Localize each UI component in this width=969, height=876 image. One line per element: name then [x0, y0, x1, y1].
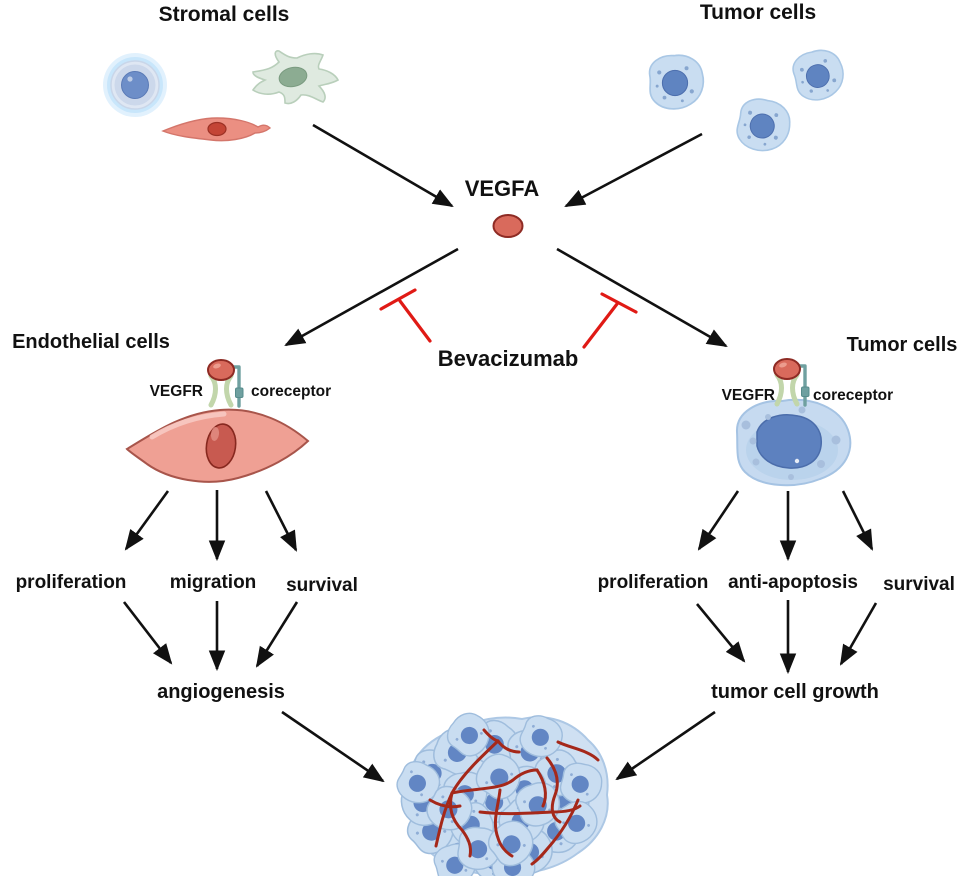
- coreceptor-label-right: coreceptor: [813, 387, 893, 404]
- arrow-proliferation-to-growth: [695, 603, 746, 663]
- label-proliferation-right: proliferation: [598, 572, 709, 593]
- vegfr-label-left: VEGFR: [150, 383, 203, 400]
- arrow-survival-to-angiogenesis: [255, 601, 299, 668]
- coreceptor-label-left: coreceptor: [251, 383, 331, 400]
- round-stromal-cell: [103, 53, 167, 117]
- label-proliferation-left: proliferation: [16, 572, 127, 593]
- tumor-cells-top-title: Tumor cells: [700, 1, 816, 24]
- arrow-tumorcell-to-survival: [841, 490, 874, 551]
- bevacizumab-inhibitor-right: [582, 292, 638, 349]
- vegfr-label-right: VEGFR: [722, 387, 775, 404]
- label-migration: migration: [170, 572, 257, 593]
- vegfr-receptor-right: [774, 359, 809, 405]
- tumor-vessels: [428, 728, 600, 866]
- tumor-cell-1: [648, 54, 705, 110]
- endothelial-cells-title: Endothelial cells: [12, 331, 170, 353]
- tumor-cell-3: [789, 45, 849, 105]
- arrow-angiogenesis-to-tumor-mass: [281, 710, 385, 783]
- label-angiogenesis: angiogenesis: [157, 681, 285, 703]
- label-survival-right: survival: [883, 574, 955, 595]
- tumor-cells-right-title: Tumor cells: [847, 334, 958, 356]
- tumor-cells-illustration: [648, 45, 849, 158]
- arrow-survival-to-growth: [839, 602, 878, 666]
- bevacizumab-label: Bevacizumab: [438, 346, 579, 371]
- label-tumor-cell-growth: tumor cell growth: [711, 681, 879, 703]
- arrow-stromal-to-vegfa: [312, 123, 454, 208]
- label-anti-apoptosis: anti-apoptosis: [728, 572, 858, 593]
- bevacizumab-inhibitor-left: [379, 288, 432, 343]
- inhibitor-stem-right: [582, 302, 619, 349]
- spindle-stromal-cell: [161, 117, 272, 142]
- arrow-vegfa-to-tumor: [556, 247, 728, 348]
- arrow-endothelial-to-proliferation: [124, 490, 170, 551]
- fibroblast-star-cell: [251, 50, 340, 105]
- endothelial-cell-illustration: [125, 408, 310, 483]
- vegfa-molecule: [492, 214, 524, 238]
- stromal-cells-illustration: [103, 50, 340, 142]
- arrow-tumorcell-to-proliferation: [697, 490, 740, 551]
- arrow-growth-to-tumor-mass: [615, 710, 716, 781]
- arrow-vegfa-to-endothelial: [284, 247, 459, 347]
- label-survival-left: survival: [286, 575, 358, 596]
- tumor-mass-illustration: [390, 705, 609, 876]
- inhibitor-bar-left: [379, 288, 417, 311]
- inhibitor-bar-right: [600, 292, 638, 314]
- inhibitor-stem-left: [398, 299, 432, 343]
- arrow-tumor-to-vegfa: [564, 132, 703, 208]
- stromal-cells-title: Stromal cells: [159, 3, 290, 26]
- arrow-endothelial-to-survival: [264, 490, 298, 552]
- arrow-proliferation-to-angiogenesis: [122, 601, 173, 665]
- vegfa-label: VEGFA: [465, 176, 540, 201]
- vegfr-receptor-left: [208, 360, 243, 406]
- tumor-cell-2: [731, 93, 796, 158]
- tumor-cell-large-illustration: [735, 398, 852, 487]
